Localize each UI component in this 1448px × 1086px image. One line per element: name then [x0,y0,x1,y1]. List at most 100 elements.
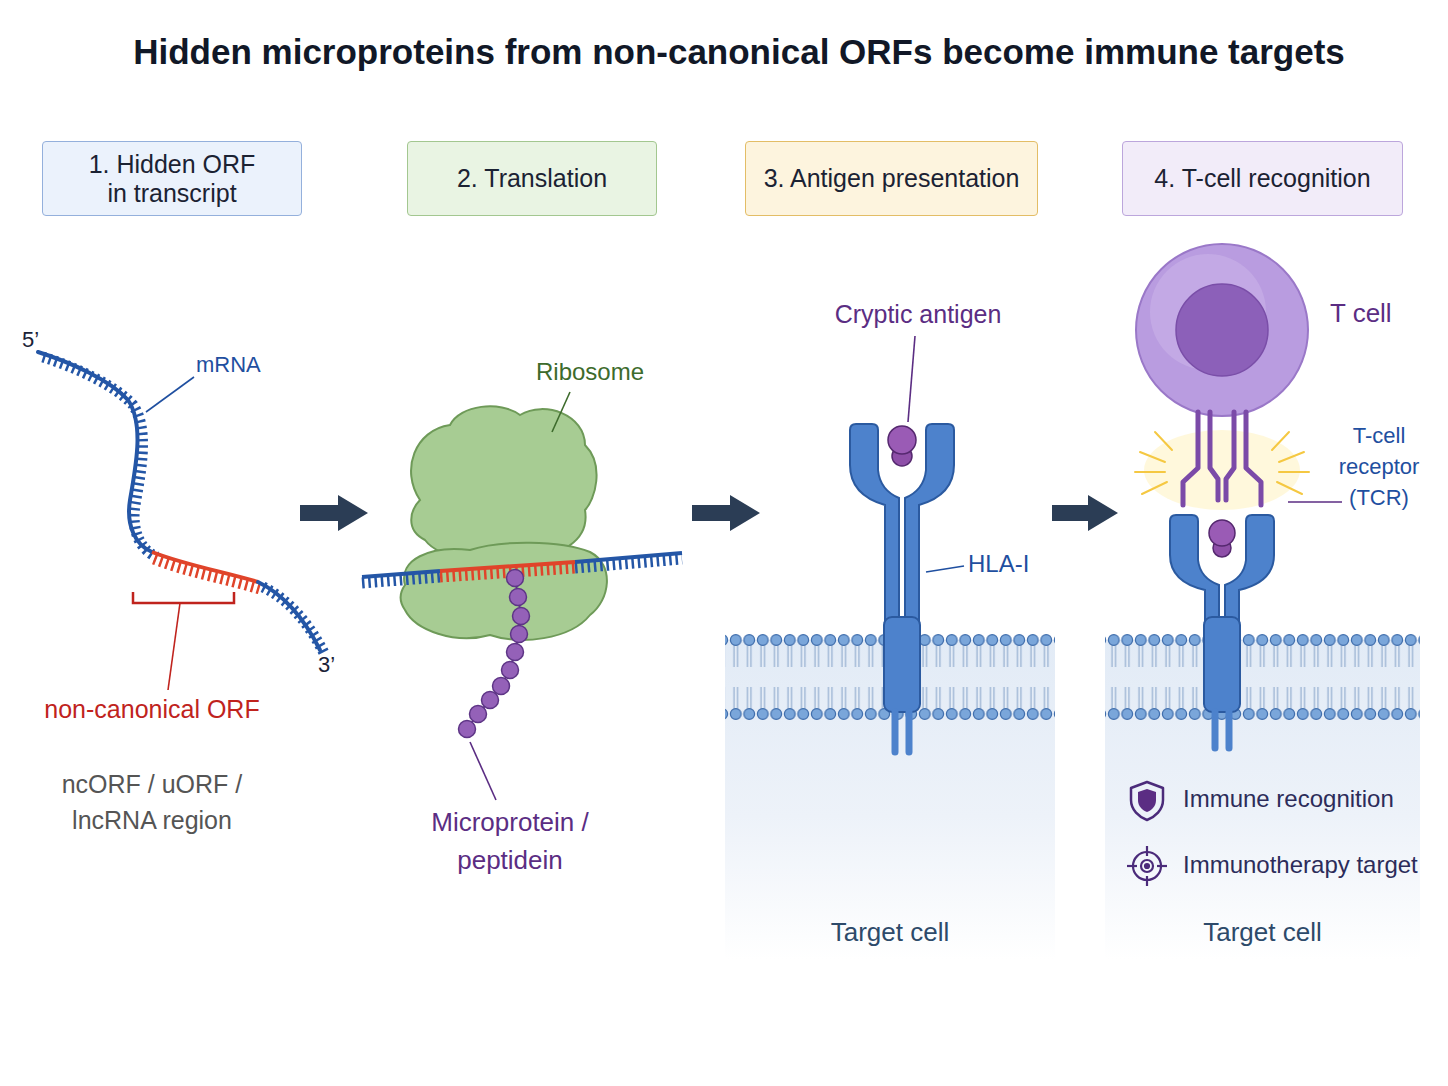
tcr-chain [1246,412,1261,505]
glow-ray [1279,452,1304,462]
target-ring [1133,852,1161,880]
mrna-backbone [575,553,682,562]
step-box: 3. Antigen presentation [745,141,1038,216]
target-crosshair [1157,865,1167,867]
hla-alpha-arm [850,424,899,620]
step-arrow [1052,495,1118,531]
amino-acid-bead [470,706,487,723]
t-cell-membrane [1136,244,1308,416]
orf-ticks [154,559,260,589]
cell-membrane [725,633,1055,721]
panel-caption: Target cell [1105,917,1420,948]
glow-ray [1277,482,1302,494]
tcr-label: T-cell receptor (TCR) [1333,420,1425,513]
microprotein-label: Microprotein / peptidein [395,803,625,879]
mrna-label: mRNA [196,352,261,378]
target-cell-panel: Target cell [725,640,1055,960]
ribosome-large-subunit [411,406,597,560]
t-cell-receptor [1183,412,1261,505]
amino-acid-bead [502,662,519,679]
glow-ray [1155,432,1172,450]
mrna-strand [38,352,325,655]
orf-type-note: ncORF / uORF / lncRNA region [42,766,262,838]
target-center [1145,864,1149,868]
orf-ticks [440,568,575,577]
target-crosshair [1146,876,1148,886]
amino-acid-bead [513,608,530,625]
hla-transmembrane [884,617,920,712]
target-ring [1141,860,1153,872]
amino-acid-bead [510,589,527,606]
amino-acid-bead [459,721,476,738]
antigen-label: Cryptic antigen [788,300,1048,329]
glow-ray [1142,482,1167,494]
hla-label: HLA-I [968,550,1029,578]
amino-acid-bead [482,692,499,709]
hla-tail [892,712,899,752]
leader-line [168,603,180,690]
hla-alpha-arm [1225,515,1274,620]
mrna-backbone [38,352,152,552]
t-cell-circle: T cell [1134,242,1310,418]
leader-line [926,566,964,572]
amino-acid-bead [507,644,524,661]
orf-label: non-canonical ORF [2,695,302,724]
antigen-peptide [1213,539,1231,557]
tcr-chain [1226,412,1234,500]
hla-tail [1226,712,1233,748]
mrna-ticks [43,357,157,557]
leader-line [552,392,570,432]
glow-rays [1135,432,1309,494]
amino-acid-bead [493,678,510,695]
mrna-ticks [362,577,440,583]
binding-glow [1144,430,1300,510]
tcr-chain [1210,412,1218,500]
strand-end-label: 5’ [22,327,39,353]
target-icon [1127,846,1167,886]
target-crosshair [1127,865,1137,867]
ribosome-small-subunit [400,543,606,640]
peptide-backbone [467,578,521,729]
shield-icon [1131,782,1163,820]
antigen-peptide [888,426,916,454]
cell-membrane [1105,633,1420,721]
legend-like-note: Immunotherapy target [1183,851,1418,879]
legend-like-note: Immune recognition [1183,785,1394,813]
hla-molecule [850,424,954,752]
mrna-ticks [575,559,682,568]
step-box: 4. T-cell recognition [1122,141,1403,216]
glow-ray [1272,432,1289,450]
orf-bracket [133,592,234,603]
leader-line [470,742,496,800]
strand-end-label: 3’ [318,652,335,678]
leader-line [1288,501,1342,503]
cell-label: T cell [1330,298,1392,329]
glow-ray [1279,471,1309,473]
hla-tail [1212,712,1219,748]
mrna-backbone [258,582,320,650]
antigen-peptide [1209,520,1235,546]
leader-line [146,377,194,412]
hla-molecule [1170,515,1274,748]
step-arrow [692,495,760,531]
glow-ray [1135,471,1165,473]
t-cell-shape [1134,242,1310,418]
mrna-backbone [362,571,440,577]
diagram-title: Hidden microproteins from non-canonical … [15,32,1448,72]
antigen-peptide [892,446,912,466]
orf-backbone [440,562,575,571]
step-title: 3. Antigen presentation [749,164,1034,193]
step-box: 2. Translation [407,141,657,216]
ribosome-mrna [362,553,682,583]
hla-tail [906,712,913,752]
tcr-chain [1183,412,1198,505]
amino-acid-bead [507,570,524,587]
t-cell-nucleus [1176,284,1268,376]
ribosome-label: Ribosome [536,358,644,386]
target-crosshair [1146,846,1148,856]
